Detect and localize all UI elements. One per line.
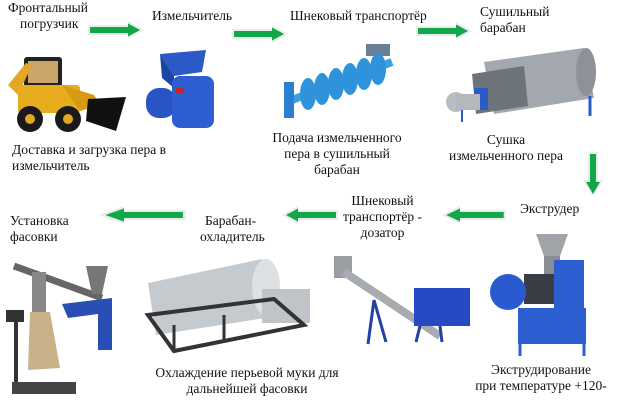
extruder-icon <box>490 234 586 356</box>
screw-conveyor-icon <box>284 44 394 118</box>
label-cooler-drum: Барабан-охладитель <box>200 213 265 244</box>
loader-icon <box>8 57 126 132</box>
screw-doser-icon <box>334 256 470 345</box>
arrow-right-icon <box>232 25 288 43</box>
arrow-down-icon <box>583 152 603 196</box>
arrow-left-icon <box>99 206 186 224</box>
grinder-icon <box>146 50 214 128</box>
packing-unit-icon <box>6 262 112 394</box>
arrow-left-icon <box>441 206 506 224</box>
cooler-drum-icon <box>144 259 310 354</box>
arrow-right-icon <box>88 21 144 39</box>
dryer-drum-icon <box>446 48 596 122</box>
arrow-left-icon <box>282 206 338 224</box>
arrow-right-icon <box>416 22 472 40</box>
label-extruder: Экструдер <box>520 201 580 216</box>
label-screw-conveyor: Шнековый транспортёр <box>290 8 427 23</box>
label-grinder: Измельчитель <box>152 8 233 23</box>
